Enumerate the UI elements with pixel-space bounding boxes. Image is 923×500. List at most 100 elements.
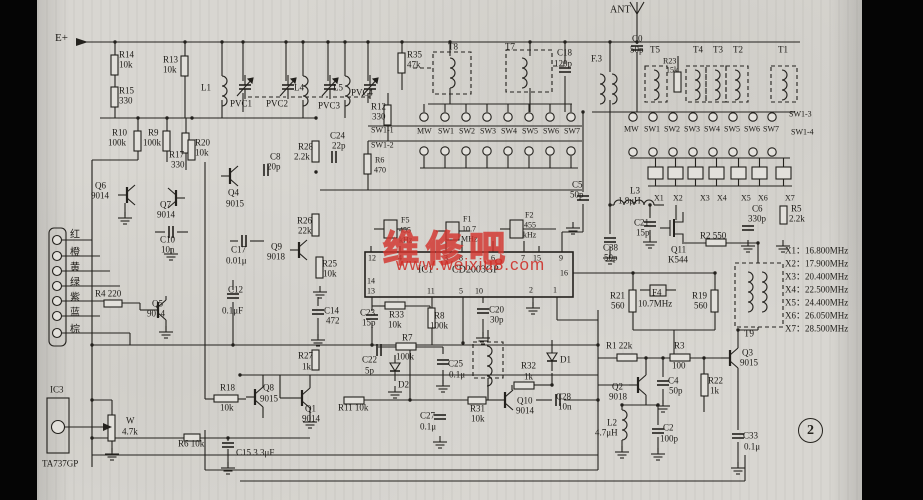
component-label: MHz xyxy=(461,235,478,244)
switch-contact xyxy=(668,147,678,157)
component-label: Q2 xyxy=(612,381,623,391)
component-label: SW3 xyxy=(480,127,496,136)
component-label: SW3 xyxy=(684,125,700,134)
component-label: C10 xyxy=(160,234,176,244)
component-label: R15 xyxy=(119,85,135,95)
component-label: 15 xyxy=(533,254,541,263)
variable-capacitor-arrow xyxy=(289,77,297,85)
switch-contact xyxy=(748,112,758,122)
component-label: 330 xyxy=(119,95,133,105)
transistor-symbol xyxy=(229,165,239,174)
resistor-symbol xyxy=(315,256,324,279)
component-label: D1 xyxy=(560,354,571,364)
switch-contact xyxy=(545,146,555,156)
component-label: R14 xyxy=(119,49,135,59)
dots-layer xyxy=(76,38,760,440)
junction-dot xyxy=(136,116,140,120)
component-label: 15k xyxy=(666,66,678,75)
component-label: C12 xyxy=(228,284,243,294)
switch-contact xyxy=(648,147,658,157)
component-label: Q10 xyxy=(517,395,533,405)
transistor-symbol xyxy=(167,187,177,196)
transformer-can xyxy=(734,262,784,328)
component-label: 10k xyxy=(323,268,337,278)
antenna-icon xyxy=(636,1,645,15)
component-label: CD2003GP xyxy=(452,264,499,275)
component-label: C38 xyxy=(603,242,619,252)
component-label: MW xyxy=(624,125,639,134)
component-label: 560 xyxy=(611,300,625,310)
transformer-can xyxy=(472,341,504,379)
switch-contact xyxy=(728,147,738,157)
resistor-symbol xyxy=(110,86,119,108)
component-label: 10k xyxy=(471,413,485,423)
transistor-symbol xyxy=(298,252,308,261)
resistor-symbol xyxy=(700,373,709,397)
component-label: 10k xyxy=(195,147,209,157)
resistor-symbol xyxy=(343,396,365,405)
arrowhead xyxy=(76,38,88,46)
component-label: 330 xyxy=(171,159,185,169)
resistor-symbol xyxy=(180,55,189,77)
component-label: 0.1μ xyxy=(449,369,465,379)
component-label: SW7 xyxy=(763,125,779,134)
component-label: R11 10k xyxy=(338,402,369,412)
component-label: C17 xyxy=(231,244,247,254)
component-label: C8 xyxy=(270,151,281,161)
component-label: R10 xyxy=(112,127,128,137)
component-label: TA737GP xyxy=(42,458,78,468)
component-label: R18 xyxy=(220,382,236,392)
component-label: SW5 xyxy=(724,125,740,134)
crystal-body xyxy=(730,166,747,180)
switch-contact xyxy=(419,112,429,122)
inductor-coil-symbol xyxy=(302,75,309,107)
transistor-symbol xyxy=(126,184,136,193)
figure-number-badge: 2 xyxy=(798,418,823,443)
inductor-coil-symbol xyxy=(653,69,660,101)
component-label: R6 xyxy=(375,156,384,165)
component-label: L2 xyxy=(607,417,617,427)
diode-symbol xyxy=(546,352,558,363)
component-label: F2 xyxy=(525,211,533,220)
inductor-coil-symbol xyxy=(714,69,721,101)
inductor-coil-symbol xyxy=(449,57,456,89)
component-label: R3 xyxy=(674,340,685,350)
transistor-symbol xyxy=(301,400,311,409)
resistor-symbol xyxy=(110,54,119,76)
right-black-border xyxy=(862,0,923,500)
switch-contact xyxy=(767,112,777,122)
resistor-symbol xyxy=(162,130,171,152)
inductor-coil-symbol xyxy=(694,69,701,101)
component-label: R4 220 xyxy=(95,288,122,298)
component-label: R7 xyxy=(402,332,413,342)
junction-dot xyxy=(400,40,404,44)
component-label: SW5 xyxy=(522,127,538,136)
components-layer xyxy=(46,1,798,475)
junction-dot xyxy=(370,343,374,347)
component-label: SW7 xyxy=(564,127,580,136)
component-label: R6 10k xyxy=(178,438,205,448)
junction-dot xyxy=(608,203,612,207)
component-label: 2 xyxy=(529,286,533,295)
component-label: PVC1 xyxy=(230,98,252,108)
component-label: C28 xyxy=(556,391,572,401)
component-label: 5 xyxy=(459,287,463,296)
inductor-coil-symbol xyxy=(611,73,618,105)
component-label: 1k xyxy=(524,371,534,381)
junction-dot xyxy=(648,203,652,207)
transistor-symbol xyxy=(298,239,308,248)
component-label: C6 xyxy=(752,203,763,213)
component-label: 7 xyxy=(521,254,525,263)
component-label: T5 xyxy=(650,44,660,54)
component-label: X3 xyxy=(700,194,710,203)
component-label: Q4 xyxy=(228,187,239,197)
junction-dot xyxy=(736,328,740,332)
component-label: R26 xyxy=(297,215,313,225)
component-label: C15 3.3μF xyxy=(236,447,274,457)
switch-contact xyxy=(708,147,718,157)
component-label: SW1-3 xyxy=(789,110,812,119)
component-label: SW6 xyxy=(744,125,760,134)
resistor-symbol xyxy=(673,71,682,93)
component-label: L5 xyxy=(333,82,343,92)
